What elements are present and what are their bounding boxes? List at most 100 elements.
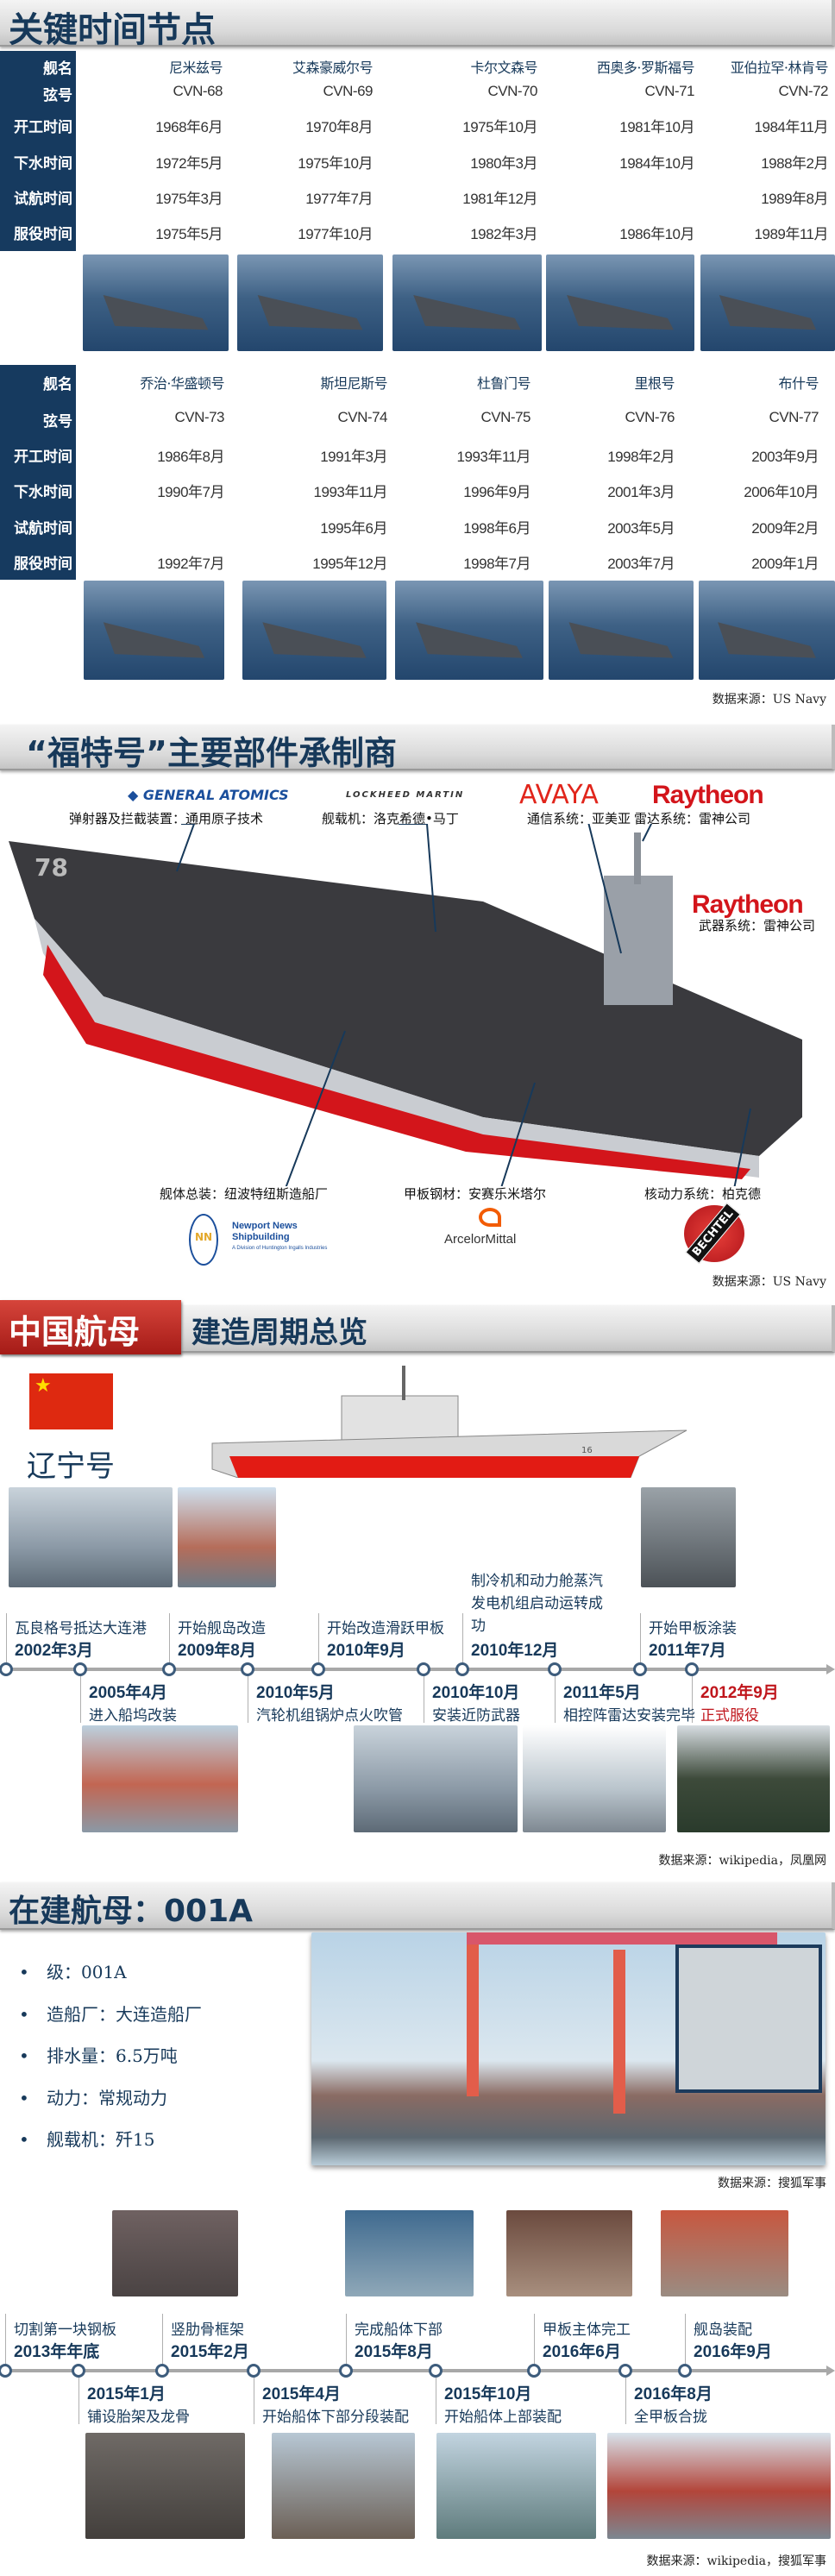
timeline-event: 2015年4月开始船体下部分段装配 — [262, 2381, 409, 2426]
table-cell: 2001年3月 — [607, 484, 675, 500]
timeline-dot — [618, 2364, 632, 2378]
raytheon-logo-weapons: Raytheon — [692, 890, 804, 919]
timeline-dot — [0, 1662, 13, 1676]
carrier-silhouette — [718, 622, 816, 658]
row-label: 舰名 — [43, 60, 72, 78]
carrier-silhouette — [413, 295, 521, 330]
source-note: 数据来源：wikipedia，凤凰网 — [658, 1854, 826, 1868]
event-text: 甲板主体完工 — [543, 2322, 631, 2339]
photo — [83, 254, 229, 351]
event-date: 2010年12月 — [471, 1642, 559, 1660]
event-date: 2011年7月 — [649, 1642, 726, 1660]
photo — [677, 1725, 830, 1832]
table-cell: CVN-75 — [480, 409, 531, 425]
ship-name-cell: 艾森豪威尔号 — [292, 60, 374, 76]
carrier-silhouette — [568, 622, 674, 658]
table-cell: 1989年8月 — [761, 191, 828, 207]
table-cell: CVN-68 — [173, 83, 223, 99]
table-cell: 2003年7月 — [607, 556, 675, 572]
spec-item: •造船厂：大连造船厂 — [19, 2001, 202, 2026]
event-date: 2011年5月 — [563, 1684, 641, 1702]
row-label: 弦号 — [43, 413, 72, 430]
callout-nuclear: 核动力系统：柏克德 — [644, 1186, 762, 1202]
table-cell: 2009年2月 — [751, 520, 819, 537]
hull-number: 78 — [35, 853, 68, 882]
logo-text: Shipbuilding — [232, 1232, 290, 1242]
source-note: 数据来源：搜狐军事 — [718, 2177, 826, 2190]
arcelormittal-logo: ArcelorMittal — [444, 1208, 526, 1251]
timeline-connector — [80, 1669, 81, 1723]
table-cell: 1975年10月 — [298, 155, 373, 172]
table-cell: 1975年3月 — [155, 191, 223, 207]
table-cell: 1991年3月 — [320, 449, 387, 465]
photo — [549, 581, 694, 680]
timeline-connector — [5, 2314, 6, 2371]
timeline-dot — [241, 1662, 254, 1676]
ship-name-cell: 里根号 — [634, 375, 675, 392]
timeline-connector — [685, 2314, 686, 2371]
event-text: 正式服役 — [700, 1707, 759, 1725]
avaya-logo: AVAYA — [519, 780, 599, 810]
table-cell: 1993年11月 — [313, 484, 388, 500]
bechtel-logo: BECHTEL — [684, 1202, 744, 1265]
photo — [354, 1725, 518, 1832]
event-text: 全甲板合拢 — [634, 2409, 707, 2426]
table-cell: 1986年10月 — [619, 226, 694, 242]
table-cell: CVN-77 — [769, 409, 819, 425]
event-text: 舰岛装配 — [694, 2322, 752, 2339]
photo — [345, 2210, 474, 2296]
arcelor-swoosh-icon — [479, 1208, 501, 1227]
timeline-connector — [6, 1613, 7, 1669]
spec-item: •舰载机：歼15 — [19, 2126, 154, 2151]
callout-deck-steel: 甲板钢材：安赛乐米塔尔 — [404, 1186, 547, 1202]
row-label: 下水时间 — [14, 155, 72, 173]
section-title: 在建航母：001A — [9, 1894, 254, 1929]
timeline-dot — [633, 1662, 647, 1676]
table-cell: CVN-71 — [644, 83, 695, 99]
bullet-icon: • — [19, 2129, 29, 2150]
table-cell: 1998年2月 — [607, 449, 675, 465]
timeline-connector — [162, 2314, 163, 2371]
row-label: 服役时间 — [14, 226, 72, 243]
timeline-axis — [0, 1668, 828, 1671]
timeline-dot — [73, 1662, 87, 1676]
timeline-connector — [534, 2314, 535, 2371]
table-cell: 1972年5月 — [155, 155, 223, 172]
carrier-silhouette — [719, 295, 817, 330]
logo-text: BECHTEL — [685, 1202, 741, 1265]
event-date: 2016年9月 — [694, 2343, 772, 2361]
event-date: 2002年3月 — [15, 1642, 93, 1660]
table-cell: 1986年8月 — [157, 449, 224, 465]
hull-number: 16 — [581, 1446, 593, 1455]
event-date: 2015年8月 — [355, 2343, 433, 2361]
hull-red-waterline — [43, 945, 750, 1179]
table-cell: 1984年11月 — [754, 119, 829, 135]
arrow-right-icon — [826, 1664, 835, 1674]
event-text: 竖肋骨框架 — [171, 2322, 244, 2339]
callout-comms: 通信系统：亚美亚 — [527, 811, 631, 826]
ship-name-cell: 杜鲁门号 — [476, 375, 531, 392]
timeline-event: 2010年5月汽轮机组锅炉点火吹管 — [256, 1680, 403, 1725]
timeline-dot — [685, 1662, 699, 1676]
flight-deck — [9, 841, 802, 1156]
row-label: 试航时间 — [14, 191, 72, 208]
table-cell: 1984年10月 — [619, 155, 694, 172]
callout-aircraft: 舰载机：洛克希德•马丁 — [322, 811, 459, 826]
event-text: 进入船坞改装 — [89, 1707, 177, 1725]
event-text: 开始舰岛改造 — [178, 1620, 266, 1637]
spec-text: 级：001A — [47, 1962, 127, 1982]
event-text: 开始改造滑跃甲板 — [327, 1620, 444, 1637]
event-date: 2010年5月 — [256, 1684, 335, 1702]
timeline-dot — [155, 2364, 169, 2378]
source-note: 数据来源：US Navy — [712, 1275, 826, 1289]
ship-name-cell: 布什号 — [778, 375, 819, 392]
timeline-event: 2015年1月铺设胎架及龙骨 — [87, 2381, 190, 2426]
carrier-silhouette — [416, 622, 523, 658]
table-cell: 2009年1月 — [751, 556, 819, 572]
table-cell: 1993年11月 — [456, 449, 531, 465]
timeline-connector — [640, 1613, 641, 1669]
timeline-dot — [455, 1662, 469, 1676]
